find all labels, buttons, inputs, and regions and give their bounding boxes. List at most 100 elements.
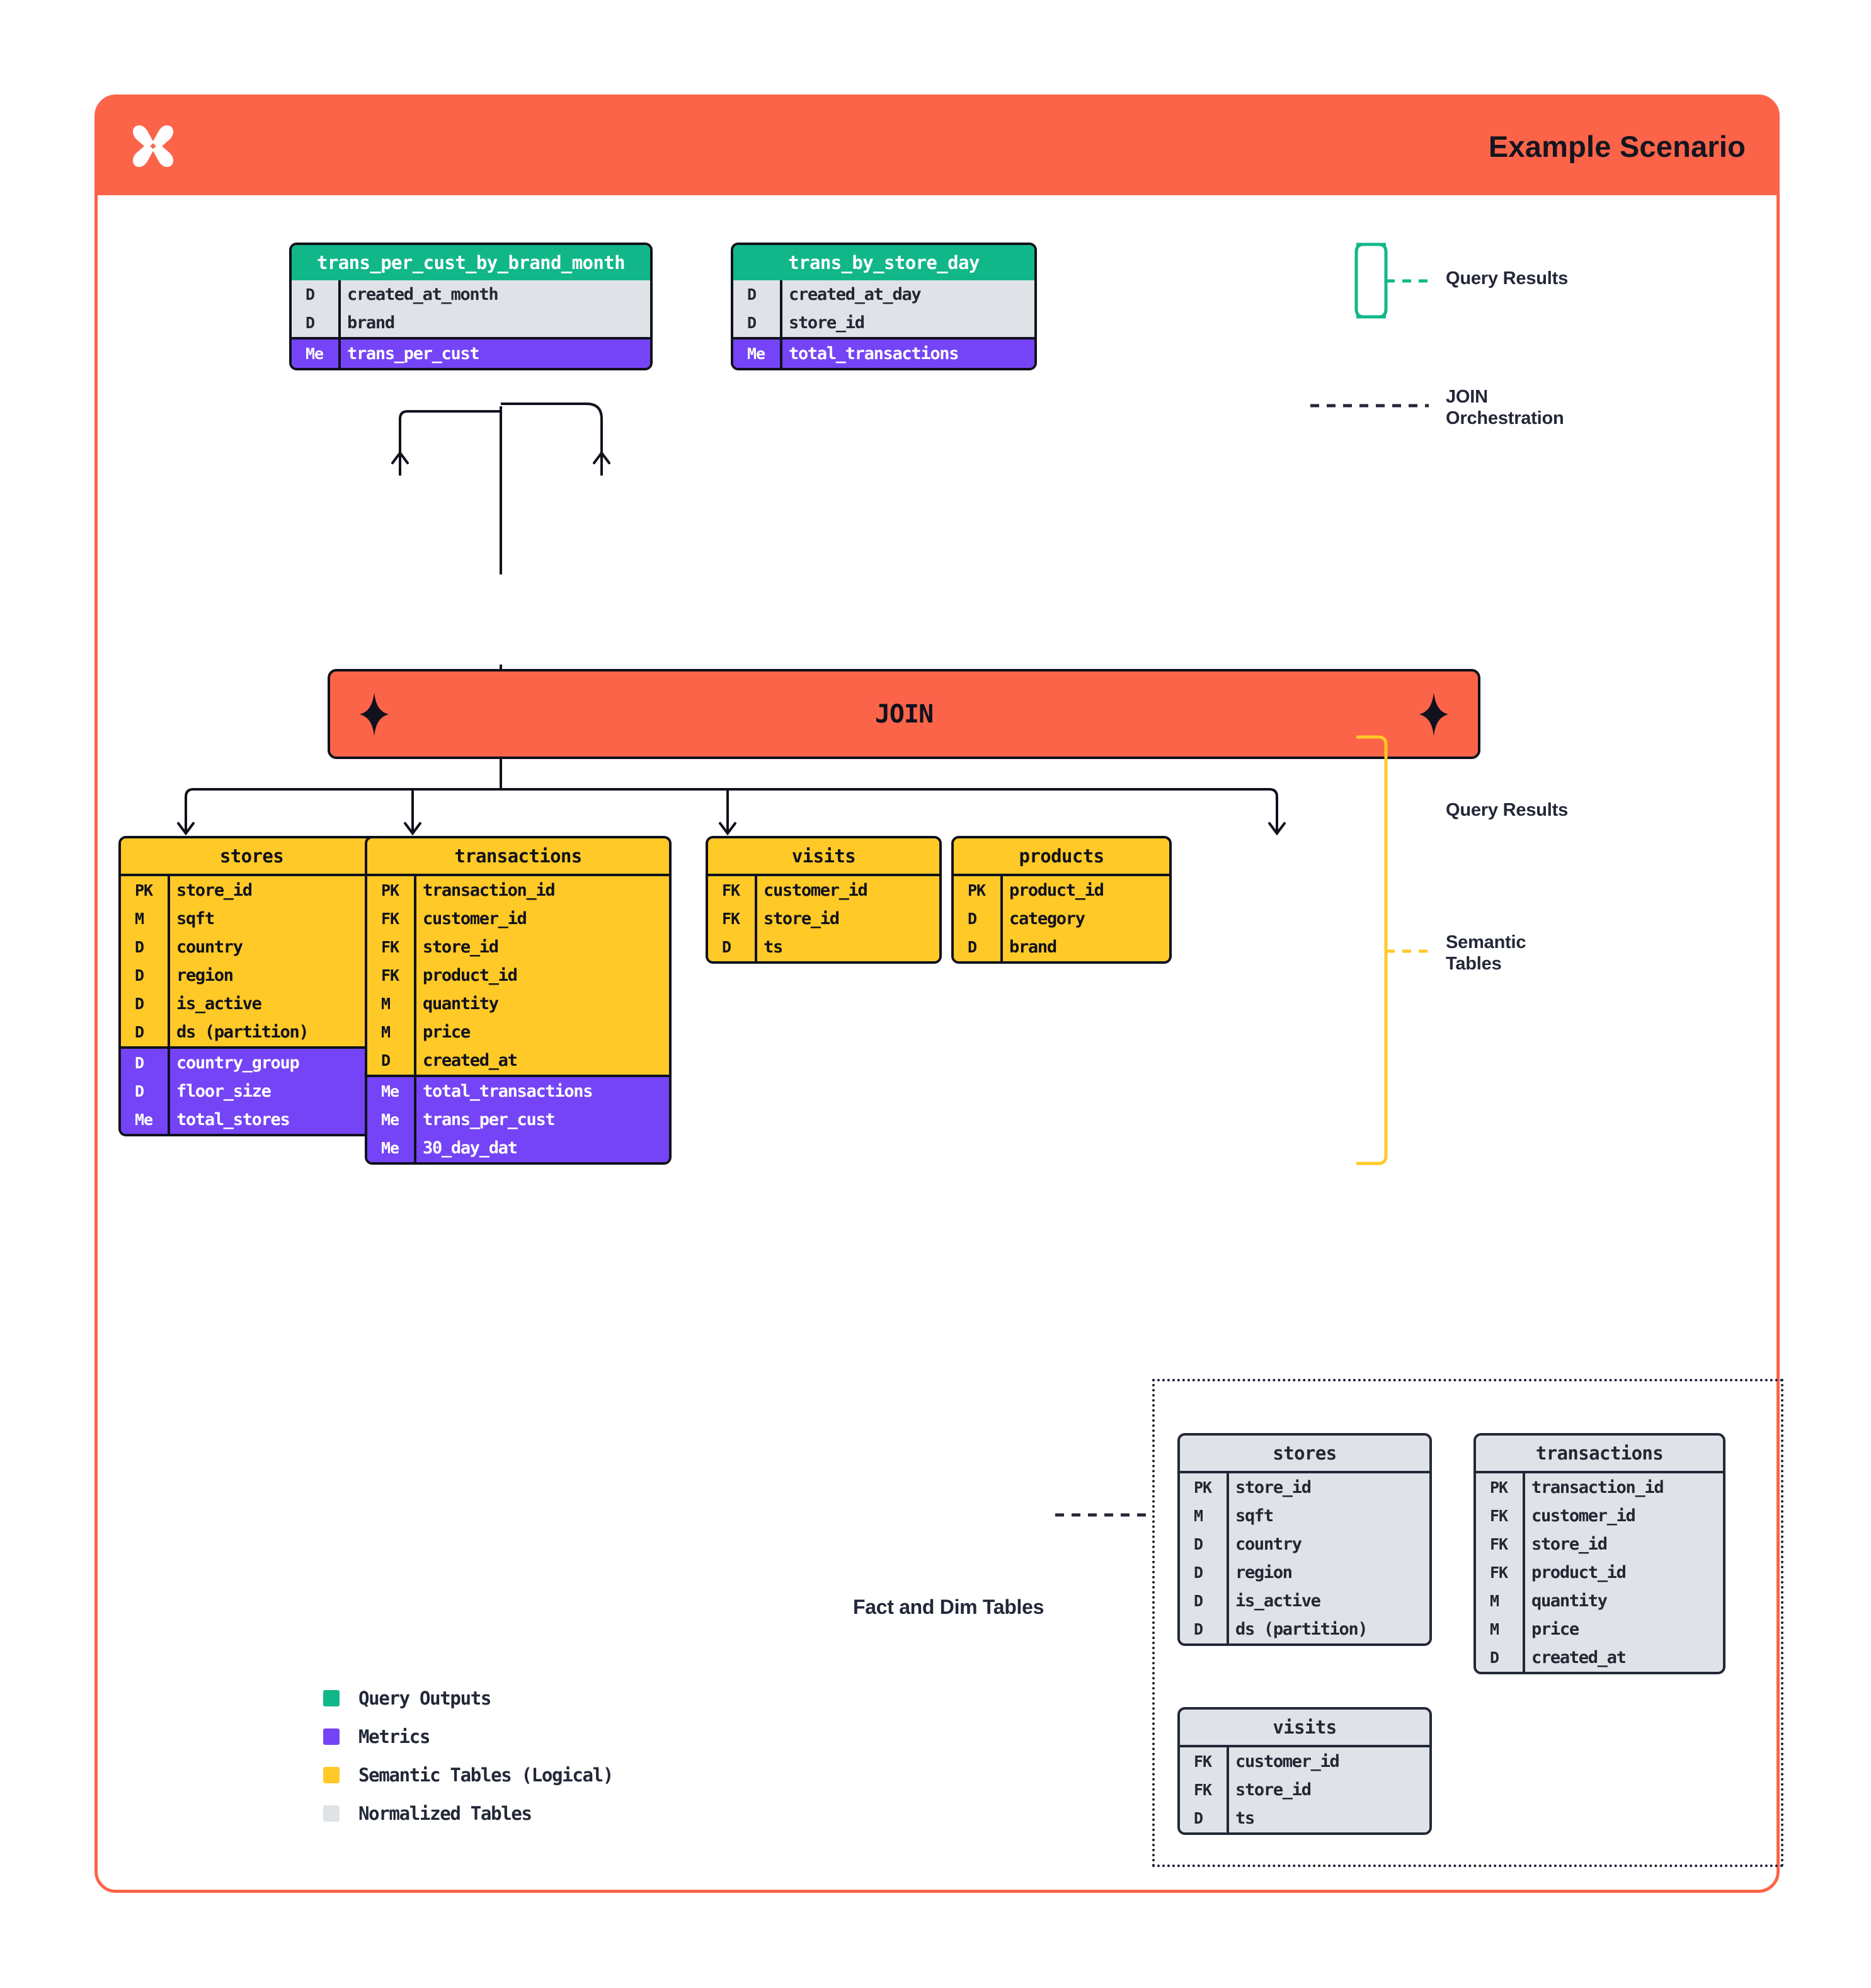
row-key: D	[1194, 1535, 1203, 1553]
table-row: D created_at_month	[292, 280, 650, 309]
annotation-text: Query Results	[1446, 268, 1569, 288]
table-row: FK customer_id	[708, 876, 939, 905]
row-key: M	[135, 910, 144, 928]
annotation-query-results: Query Results	[1446, 800, 1568, 821]
annotation-semantic-tables: Semantic Tables	[1446, 932, 1526, 974]
table-title: stores	[1180, 1436, 1429, 1471]
row-field: created_at_month	[338, 280, 650, 309]
row-field: transaction_id	[1523, 1473, 1723, 1502]
annotation-query-results-label: Query Results	[1446, 268, 1568, 290]
row-field: customer_id	[1523, 1502, 1723, 1530]
legend-swatch-normalized-tables	[323, 1805, 340, 1822]
row-key: FK	[722, 881, 740, 900]
row-field: floor_size	[168, 1077, 382, 1105]
row-field: quantity	[1523, 1587, 1723, 1615]
query-result-table-0[interactable]: trans_per_cust_by_brand_month D created_…	[289, 243, 653, 370]
legend-item: Query Outputs	[323, 1688, 613, 1709]
card-header: Example Scenario	[97, 97, 1777, 195]
annotation-text-line1: Semantic	[1446, 932, 1526, 952]
legend-label: Normalized Tables	[358, 1803, 532, 1824]
row-key: M	[381, 1023, 391, 1041]
fact-dim-group-box	[1152, 1379, 1783, 1867]
legend-label: Semantic Tables (Logical)	[358, 1764, 614, 1786]
legend-swatch-metrics	[323, 1728, 340, 1745]
annotation-fact-and-dim: Fact and Dim Tables	[853, 1596, 1044, 1618]
query-result-table-1[interactable]: trans_by_store_day D created_at_day D st…	[731, 243, 1037, 370]
row-key: FK	[1490, 1535, 1508, 1553]
row-key: PK	[1490, 1478, 1508, 1497]
row-field: is_active	[1227, 1587, 1429, 1615]
row-key: D	[135, 995, 144, 1013]
row-field: created_at	[414, 1046, 669, 1075]
row-field: customer_id	[1227, 1747, 1429, 1776]
row-field: product_id	[1000, 876, 1169, 905]
row-field: country_group	[168, 1049, 382, 1077]
join-orchestration-bar[interactable]: JOIN	[328, 669, 1480, 759]
table-title: products	[954, 838, 1169, 874]
row-key: FK	[722, 910, 740, 928]
table-row: D created_at_day	[733, 280, 1034, 309]
sparkle-icon	[1419, 692, 1449, 736]
row-field: store_id	[755, 905, 939, 933]
legend-item: Normalized Tables	[323, 1803, 613, 1824]
row-key: D	[306, 314, 315, 332]
legend: Query Outputs Metrics Semantic Tables (L…	[323, 1688, 614, 1841]
row-key: D	[1490, 1648, 1499, 1667]
row-key: D	[1194, 1592, 1203, 1610]
row-field: customer_id	[755, 876, 939, 905]
row-key: Me	[747, 345, 765, 363]
row-key: FK	[381, 966, 399, 985]
row-field: total_transactions	[414, 1077, 669, 1105]
row-key: Me	[381, 1082, 399, 1100]
row-field: store_id	[1227, 1473, 1429, 1502]
row-field: category	[1000, 905, 1169, 933]
row-field: product_id	[1523, 1558, 1723, 1587]
sparkle-icon	[359, 692, 389, 736]
table-row: D brand	[292, 309, 650, 337]
row-field: created_at	[1523, 1643, 1723, 1672]
row-key: FK	[381, 938, 399, 956]
row-field: region	[1227, 1558, 1429, 1587]
dimension-section: D created_at_month D brand	[292, 280, 650, 337]
table-title: transactions	[1476, 1436, 1723, 1471]
row-key: D	[968, 938, 977, 956]
table-row: PK transaction_id	[1476, 1473, 1723, 1502]
table-title: stores	[121, 838, 382, 874]
row-field: ds (partition)	[168, 1018, 382, 1046]
row-field: total_stores	[168, 1105, 382, 1134]
annotation-text-line1: JOIN	[1446, 387, 1488, 407]
row-field: customer_id	[414, 905, 669, 933]
row-field: ts	[1227, 1804, 1429, 1832]
row-key: D	[381, 1051, 391, 1070]
